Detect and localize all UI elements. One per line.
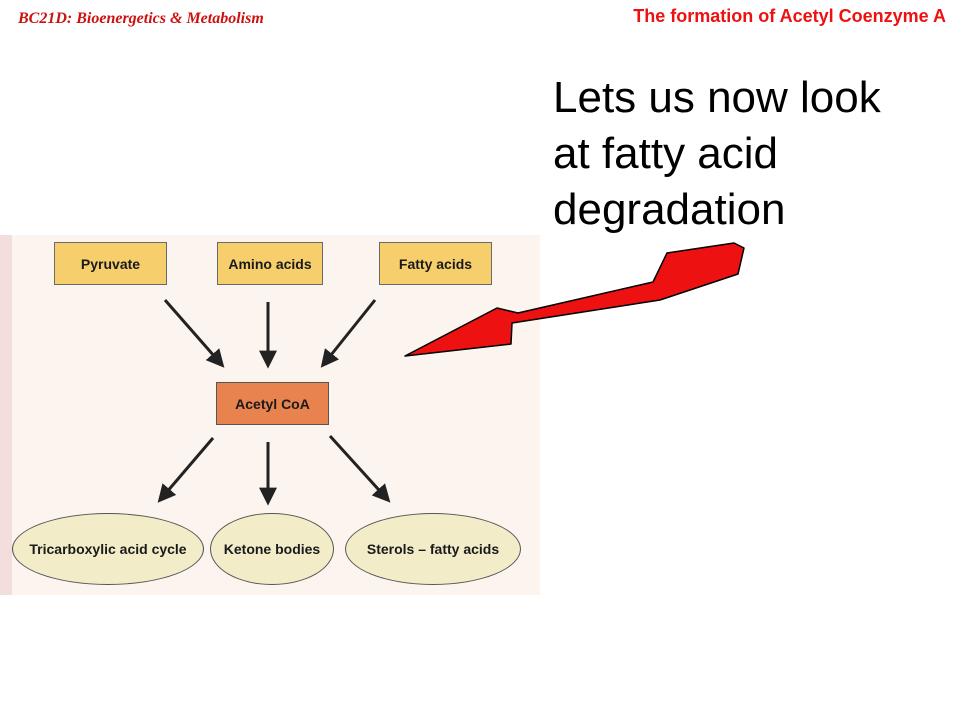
- callout-line-2: at fatty acid: [553, 129, 779, 178]
- source-box-fatty-acids: Fatty acids: [379, 242, 492, 285]
- course-title: BC21D: Bioenergetics & Metabolism: [18, 10, 264, 27]
- red-arrow-icon: [404, 242, 745, 357]
- callout-text: Lets us now look at fatty acid degradati…: [553, 70, 953, 238]
- callout-line-3: degradation: [553, 185, 786, 234]
- product-oval-sterols: Sterols – fatty acids: [345, 513, 521, 585]
- arrow-fatty-to-hub: [320, 299, 377, 368]
- figure-edge: [0, 235, 12, 595]
- callout-line-1: Lets us now look: [553, 73, 881, 122]
- source-box-pyruvate: Pyruvate: [54, 242, 167, 285]
- arrow-hub-to-tca: [157, 437, 215, 503]
- product-oval-ketone: Ketone bodies: [210, 513, 334, 585]
- arrow-hub-to-sterols: [328, 434, 391, 503]
- slide-title: The formation of Acetyl Coenzyme A: [633, 6, 946, 26]
- source-box-amino-acids: Amino acids: [217, 242, 323, 285]
- hub-box-acetyl-coa: Acetyl CoA: [216, 382, 329, 425]
- arrow-pyruvate-to-hub: [163, 299, 225, 368]
- product-oval-tca: Tricarboxylic acid cycle: [12, 513, 204, 585]
